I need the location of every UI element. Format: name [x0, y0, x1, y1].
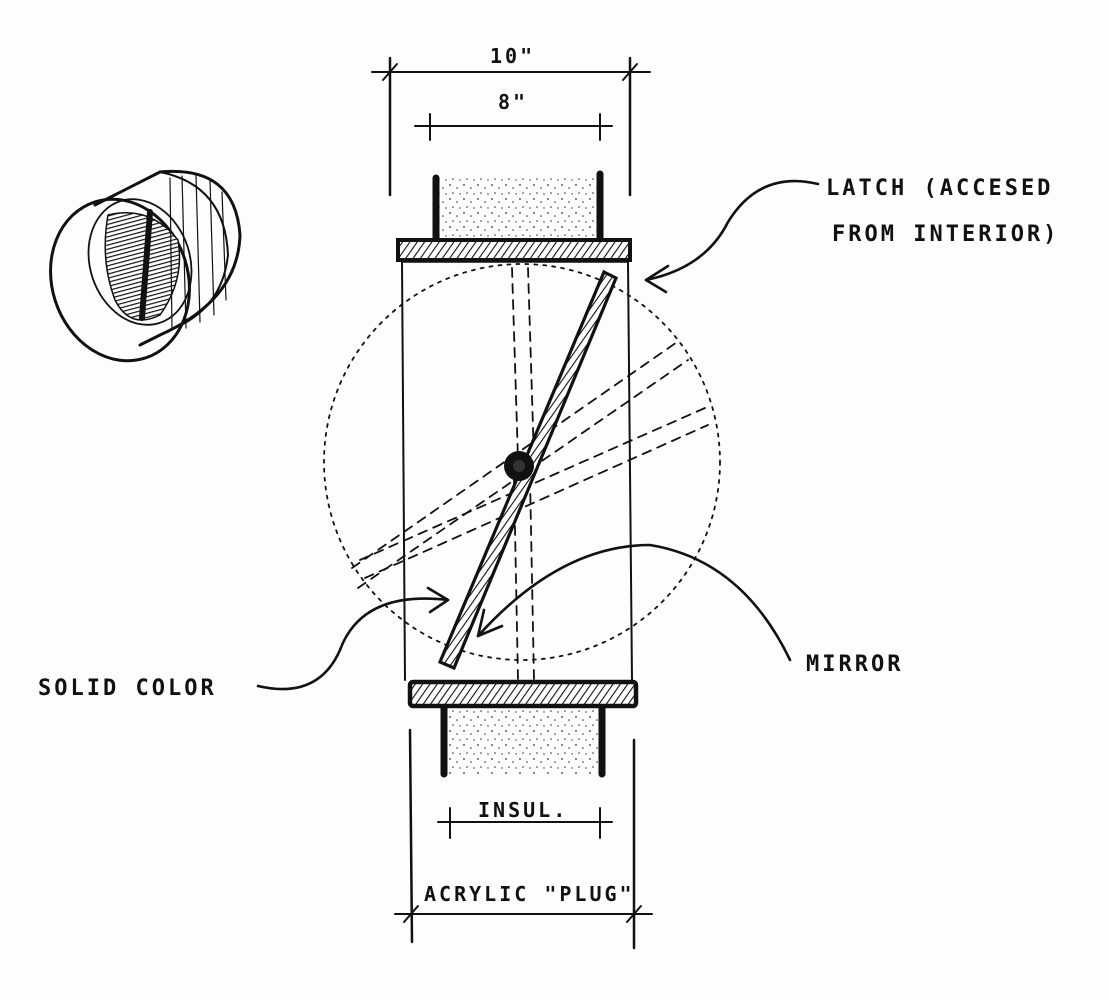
- acrylic-tube: [401, 261, 633, 681]
- top-flange: [396, 238, 632, 262]
- dimension-10in: [371, 56, 651, 197]
- mirror-label: MIRROR: [806, 652, 904, 677]
- latch-leader: [644, 179, 820, 294]
- wall-section-bottom: [440, 704, 606, 778]
- mirror-panel: [437, 269, 619, 671]
- dimension-acrylic-plug: [394, 728, 653, 950]
- dimension-insul: [437, 807, 613, 839]
- solid-color-leader: [256, 586, 450, 691]
- rotation-circle: [323, 263, 721, 661]
- perspective-thumbnail: [49, 169, 242, 363]
- dimension-8in-label: 8": [498, 90, 529, 114]
- solid-color-label: SOLID COLOR: [38, 676, 217, 701]
- latch-label-line2: FROM INTERIOR): [832, 222, 1060, 247]
- dimension-8in: [414, 113, 613, 141]
- insul-label: INSUL.: [478, 798, 569, 822]
- acrylic-plug-label: ACRYLIC "PLUG": [424, 882, 635, 906]
- bottom-flange: [407, 679, 639, 709]
- wall-section-top: [432, 170, 604, 244]
- dimension-10in-label: 10": [490, 44, 536, 68]
- mirror-leader: [476, 543, 792, 662]
- latch-label-line1: LATCH (ACCESED: [826, 176, 1054, 201]
